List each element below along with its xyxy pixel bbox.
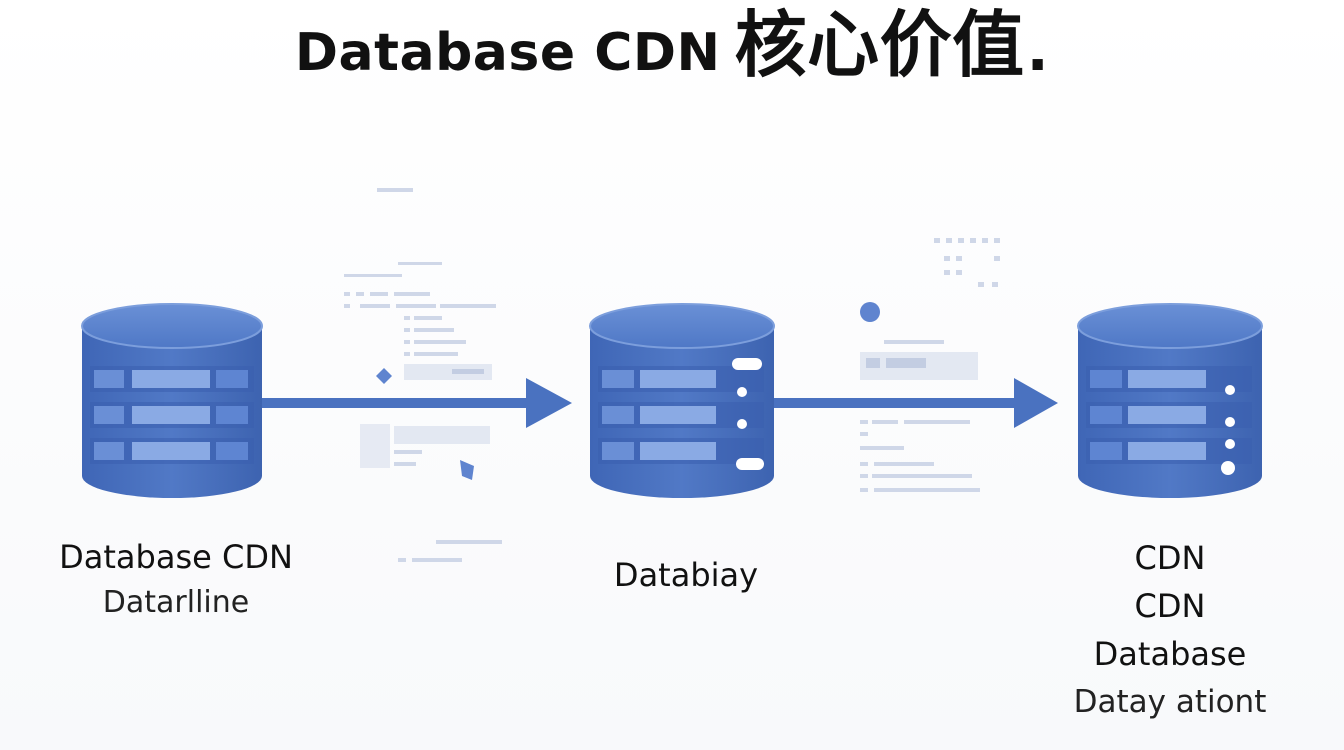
database-cylinder-icon bbox=[1077, 303, 1263, 498]
middle-node-label: Databiay bbox=[556, 552, 816, 598]
accent-dot bbox=[860, 302, 880, 322]
destination-node-line-1: CDN bbox=[1134, 539, 1206, 577]
decorative-markers bbox=[376, 302, 880, 480]
database-cylinder-icon bbox=[589, 303, 775, 498]
title-dot: . bbox=[1026, 16, 1050, 84]
title-latin: Database CDN bbox=[294, 23, 721, 83]
database-cylinder-icon bbox=[81, 303, 263, 498]
arrow-right-icon bbox=[774, 378, 1058, 428]
destination-node-line-2: CDN bbox=[1134, 587, 1206, 625]
source-node-label: Database CDN Datarlline bbox=[36, 534, 316, 626]
accent-shard bbox=[460, 460, 474, 480]
destination-node-line-3: Database bbox=[1093, 635, 1247, 673]
source-node-title: Database CDN bbox=[59, 538, 293, 576]
destination-node-label: CDN CDN Database Datay ationt bbox=[1040, 534, 1300, 726]
accent-diamond bbox=[376, 368, 392, 384]
arrow-right-icon bbox=[262, 378, 572, 428]
faint-background-text bbox=[344, 188, 1000, 562]
destination-node-line-4: Datay ationt bbox=[1073, 684, 1267, 720]
middle-node-title: Databiay bbox=[613, 556, 759, 594]
source-node-subtitle: Datarlline bbox=[102, 585, 250, 620]
title-cjk: 核心价值 bbox=[734, 3, 1025, 87]
